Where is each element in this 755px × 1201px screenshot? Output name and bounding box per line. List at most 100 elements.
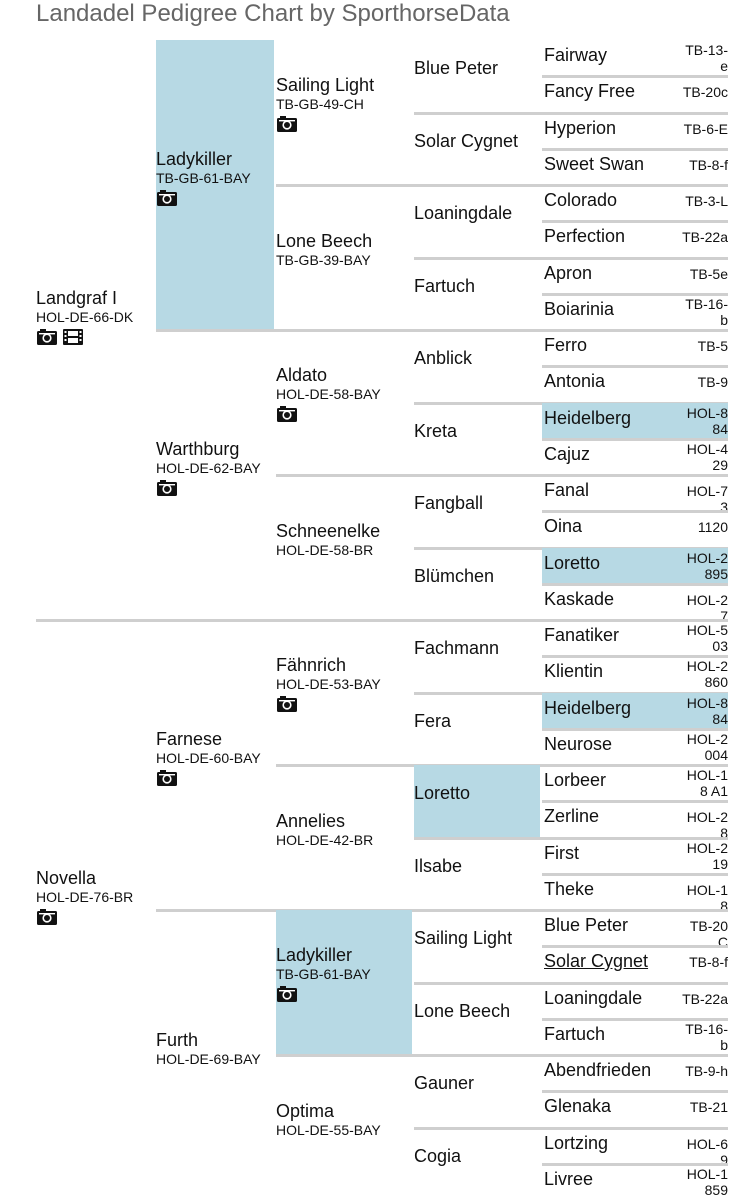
horse-name[interactable]: Loaningdale — [544, 988, 643, 1008]
horse-cell[interactable]: Fangball — [414, 475, 540, 548]
horse-name[interactable]: Fachmann — [414, 638, 500, 658]
horse-name[interactable]: Lortzing — [544, 1133, 609, 1153]
horse-name[interactable]: Blümchen — [414, 566, 495, 586]
film-icon[interactable] — [62, 328, 84, 351]
horse-cell[interactable]: Anblick — [414, 330, 540, 403]
horse-cell[interactable]: Solar Cygnet — [414, 113, 540, 186]
horse-name[interactable]: Fangball — [414, 493, 484, 513]
horse-name[interactable]: Hyperion — [544, 118, 617, 138]
horse-cell[interactable]: Kreta — [414, 403, 540, 476]
camera-icon[interactable] — [156, 189, 178, 212]
horse-name[interactable]: Fartuch — [544, 1024, 606, 1044]
horse-name[interactable]: Perfection — [544, 226, 626, 246]
horse-name[interactable]: Livree — [544, 1169, 594, 1189]
horse-name[interactable]: Neurose — [544, 734, 613, 754]
horse-cell[interactable]: Blue Peter — [414, 40, 540, 113]
horse-name[interactable]: Lone Beech — [414, 1001, 511, 1021]
camera-icon[interactable] — [36, 328, 58, 351]
horse-name[interactable]: Heidelberg — [544, 408, 632, 428]
camera-icon[interactable] — [276, 115, 298, 138]
horse-name[interactable]: Warthburg — [156, 439, 240, 459]
horse-name[interactable]: Cajuz — [544, 444, 591, 464]
horse-name[interactable]: Fartuch — [414, 276, 476, 296]
horse-name[interactable]: Klientin — [544, 661, 604, 681]
camera-icon[interactable] — [276, 405, 298, 428]
horse-cell[interactable]: Fachmann — [414, 620, 540, 693]
horse-name[interactable]: Apron — [544, 263, 593, 283]
horse-name[interactable]: Fancy Free — [544, 81, 636, 101]
horse-name[interactable]: Abendfrieden — [544, 1060, 652, 1080]
horse-name[interactable]: Cogia — [414, 1146, 462, 1166]
camera-icon[interactable] — [156, 769, 178, 792]
horse-cell[interactable]: Lone Beech — [414, 983, 540, 1056]
horse-name[interactable]: Farnese — [156, 729, 223, 749]
horse-name[interactable]: Colorado — [544, 190, 618, 210]
horse-cell[interactable]: Sailing Light — [414, 910, 540, 983]
horse-name[interactable]: Blue Peter — [414, 58, 499, 78]
horse-name[interactable]: Loretto — [414, 783, 471, 803]
horse-name[interactable]: Fähnrich — [276, 654, 347, 675]
horse-name[interactable]: Glenaka — [544, 1096, 612, 1116]
horse-name[interactable]: Ferro — [544, 335, 588, 355]
horse-name[interactable]: Gauner — [414, 1073, 475, 1093]
horse-cell[interactable]: Blümchen — [414, 548, 540, 621]
camera-icon[interactable] — [276, 695, 298, 718]
horse-cell[interactable]: Gauner — [414, 1055, 540, 1128]
horse-name[interactable]: Heidelberg — [544, 698, 632, 718]
horse-name[interactable]: Loaningdale — [414, 203, 513, 223]
horse-name[interactable]: Ladykiller — [156, 149, 233, 169]
horse-name[interactable]: Blue Peter — [544, 915, 629, 935]
horse-cell[interactable]: Fera — [414, 693, 540, 766]
horse-name[interactable]: Solar Cygnet — [414, 131, 519, 151]
horse-name[interactable]: Sweet Swan — [544, 154, 645, 174]
horse-name[interactable]: Furth — [156, 1030, 199, 1050]
camera-icon[interactable] — [156, 479, 178, 502]
horse-name[interactable]: Novella — [36, 868, 97, 888]
horse-name[interactable]: Sailing Light — [276, 74, 375, 95]
horse-name[interactable]: Schneenelke — [276, 520, 381, 541]
horse-name[interactable]: Loretto — [544, 553, 601, 573]
horse-name[interactable]: Anblick — [414, 348, 473, 368]
horse-name[interactable]: Lone Beech — [276, 230, 373, 251]
horse-name[interactable]: Lorbeer — [544, 770, 607, 790]
horse-name[interactable]: Antonia — [544, 371, 606, 391]
camera-icon[interactable] — [276, 985, 298, 1008]
horse-name[interactable]: Annelies — [276, 810, 346, 831]
horse-name[interactable]: Landgraf I — [36, 288, 118, 308]
horse-name[interactable]: Fanatiker — [544, 625, 620, 645]
horse-name[interactable]: Aldato — [276, 364, 328, 385]
horse-name[interactable]: Theke — [544, 879, 595, 899]
horse-cell[interactable]: Ilsabe — [414, 838, 540, 911]
